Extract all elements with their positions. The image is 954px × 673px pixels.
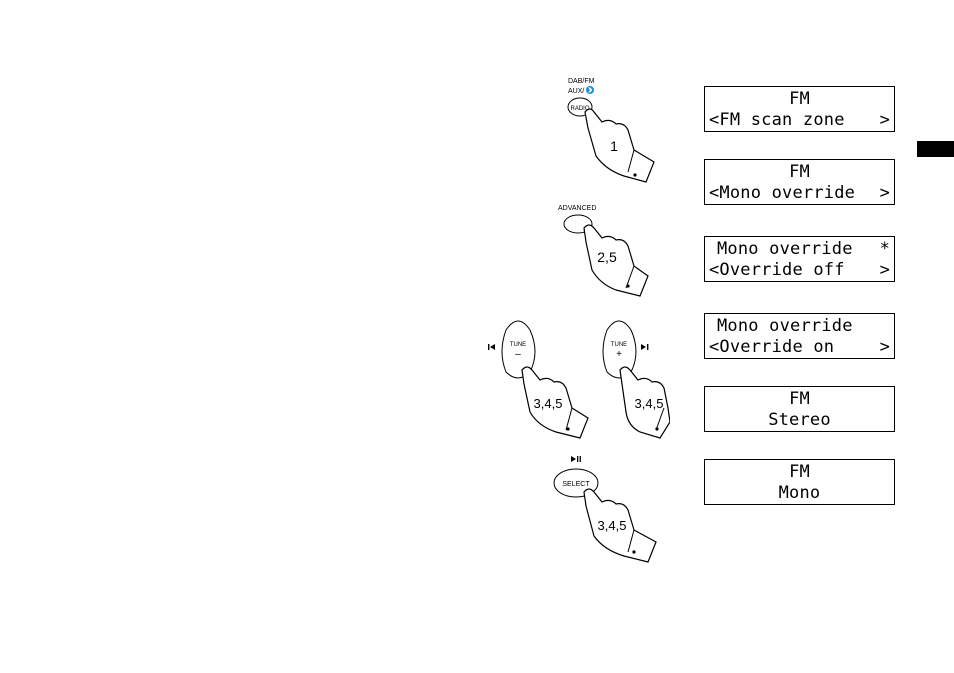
lcd-display-4: Mono override <Override on > <box>704 313 895 359</box>
advanced-label: ADVANCED <box>558 205 596 212</box>
bluetooth-icon <box>586 86 594 94</box>
lcd-line-1: Mono override <box>717 317 890 336</box>
step-number-5: 3,4,5 <box>598 518 627 533</box>
lcd-line-2: <FM scan zone <box>709 111 890 130</box>
lcd-display-3: Mono override * <Override off > <box>704 236 895 282</box>
lcd-line-2: <Override on <box>709 338 890 357</box>
tune-minus-sign: – <box>515 349 521 360</box>
skip-forward-icon <box>641 344 648 350</box>
pointing-hand-icon <box>585 109 654 182</box>
step-number-3: 3,4,5 <box>534 396 563 411</box>
lcd-line-2: Stereo <box>709 411 890 430</box>
lcd-selected-marker: * <box>880 240 890 259</box>
lcd-display-6: FM Mono <box>704 459 895 505</box>
lcd-line-2: <Override off <box>709 261 890 280</box>
section-tab <box>917 141 954 157</box>
step-number-2: 2,5 <box>597 249 617 265</box>
step-number-1: 1 <box>610 138 618 154</box>
lcd-line-1: FM <box>709 90 890 109</box>
lcd-arrow-right: > <box>880 261 890 280</box>
tune-plus-group: TUNE + 3,4,5 <box>603 321 670 438</box>
lcd-display-5: FM Stereo <box>704 386 895 432</box>
lcd-arrow-right: > <box>880 111 890 130</box>
tune-plus-label: TUNE <box>611 342 627 348</box>
lcd-line-1: FM <box>709 463 890 482</box>
tune-minus-label: TUNE <box>510 342 526 348</box>
tune-minus-group: TUNE – 3,4,5 <box>488 321 588 438</box>
lcd-display-1: FM <FM scan zone > <box>704 86 895 132</box>
radio-button-group: DAB/FM AUX/ RADIO 1 <box>568 78 654 182</box>
button-illustrations: DAB/FM AUX/ RADIO 1 ADVANCED 2,5 <box>470 60 670 580</box>
select-button-group: SELECT 3,4,5 <box>554 456 656 562</box>
play-pause-icon <box>571 456 581 462</box>
select-button-label: SELECT <box>562 481 590 488</box>
lcd-arrow-right: > <box>880 338 890 357</box>
radio-top-label: DAB/FM <box>568 78 595 85</box>
lcd-display-2: FM <Mono override > <box>704 159 895 205</box>
lcd-line-2: Mono <box>709 484 890 503</box>
radio-mid-label: AUX/ <box>568 88 584 95</box>
lcd-arrow-right: > <box>880 184 890 203</box>
tune-plus-sign: + <box>616 349 622 360</box>
step-number-4: 3,4,5 <box>635 396 664 411</box>
lcd-line-1: FM <box>709 163 890 182</box>
skip-back-icon <box>488 344 495 350</box>
lcd-line-1: Mono override <box>717 240 890 259</box>
advanced-button-group: ADVANCED 2,5 <box>558 205 648 296</box>
lcd-line-2: <Mono override <box>709 184 890 203</box>
lcd-line-1: FM <box>709 390 890 409</box>
